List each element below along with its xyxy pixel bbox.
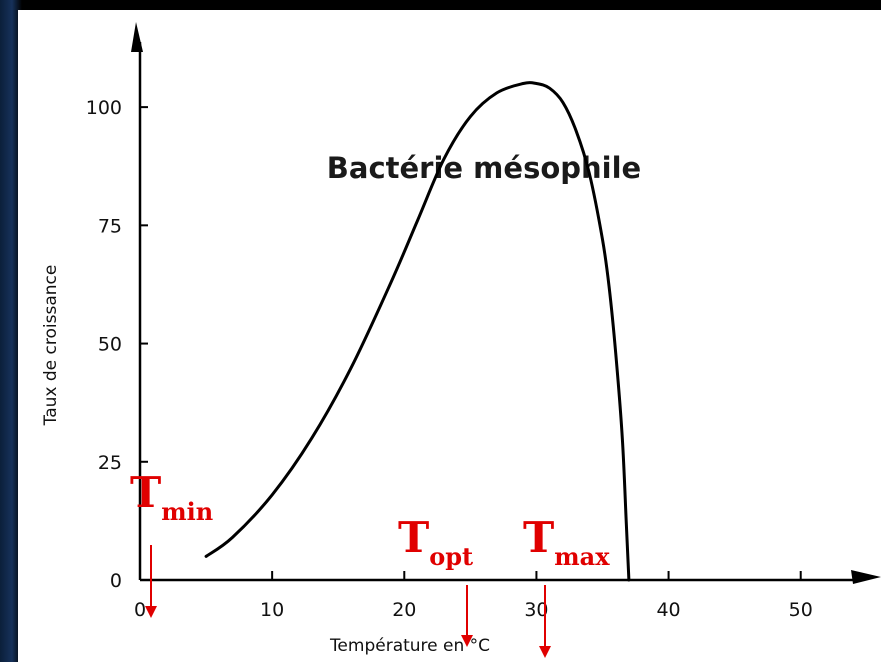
annotation-arrowhead <box>145 606 157 618</box>
y-tick-label: 50 <box>98 334 122 356</box>
x-axis-label: Température en °C <box>329 636 490 656</box>
annotation-subscript: max <box>554 542 610 571</box>
y-tick-label: 25 <box>98 452 122 474</box>
annotation-main: T <box>398 513 429 562</box>
annotation-main: T <box>523 513 554 562</box>
x-tick-label: 50 <box>789 599 813 621</box>
annotation-subscript: opt <box>429 542 473 571</box>
y-axis-arrowhead <box>131 22 143 52</box>
y-tick-label: 100 <box>86 97 122 119</box>
annotation-subscript: min <box>161 497 213 526</box>
y-axis-label: Taux de croissance <box>41 265 61 427</box>
x-tick-label: 40 <box>656 599 680 621</box>
annotation-t-opt: Topt <box>398 513 473 571</box>
annotation-arrowhead <box>539 646 551 658</box>
x-tick-label: 20 <box>392 599 416 621</box>
x-tick-label: 30 <box>524 599 548 621</box>
annotation-main: T <box>130 468 161 517</box>
chart-title: Bactérie mésophile <box>327 151 641 185</box>
x-tick-label: 10 <box>260 599 284 621</box>
annotation-arrowhead <box>461 635 473 647</box>
growth-curve <box>204 81 631 582</box>
x-axis-arrowhead <box>851 570 881 584</box>
annotation-t-max: Tmax <box>523 513 610 571</box>
y-tick-label: 0 <box>110 570 122 592</box>
x-tick-label: 0 <box>134 599 146 621</box>
y-tick-label: 75 <box>98 215 122 237</box>
plot-panel <box>18 10 881 662</box>
annotation-t-min: Tmin <box>130 468 213 526</box>
